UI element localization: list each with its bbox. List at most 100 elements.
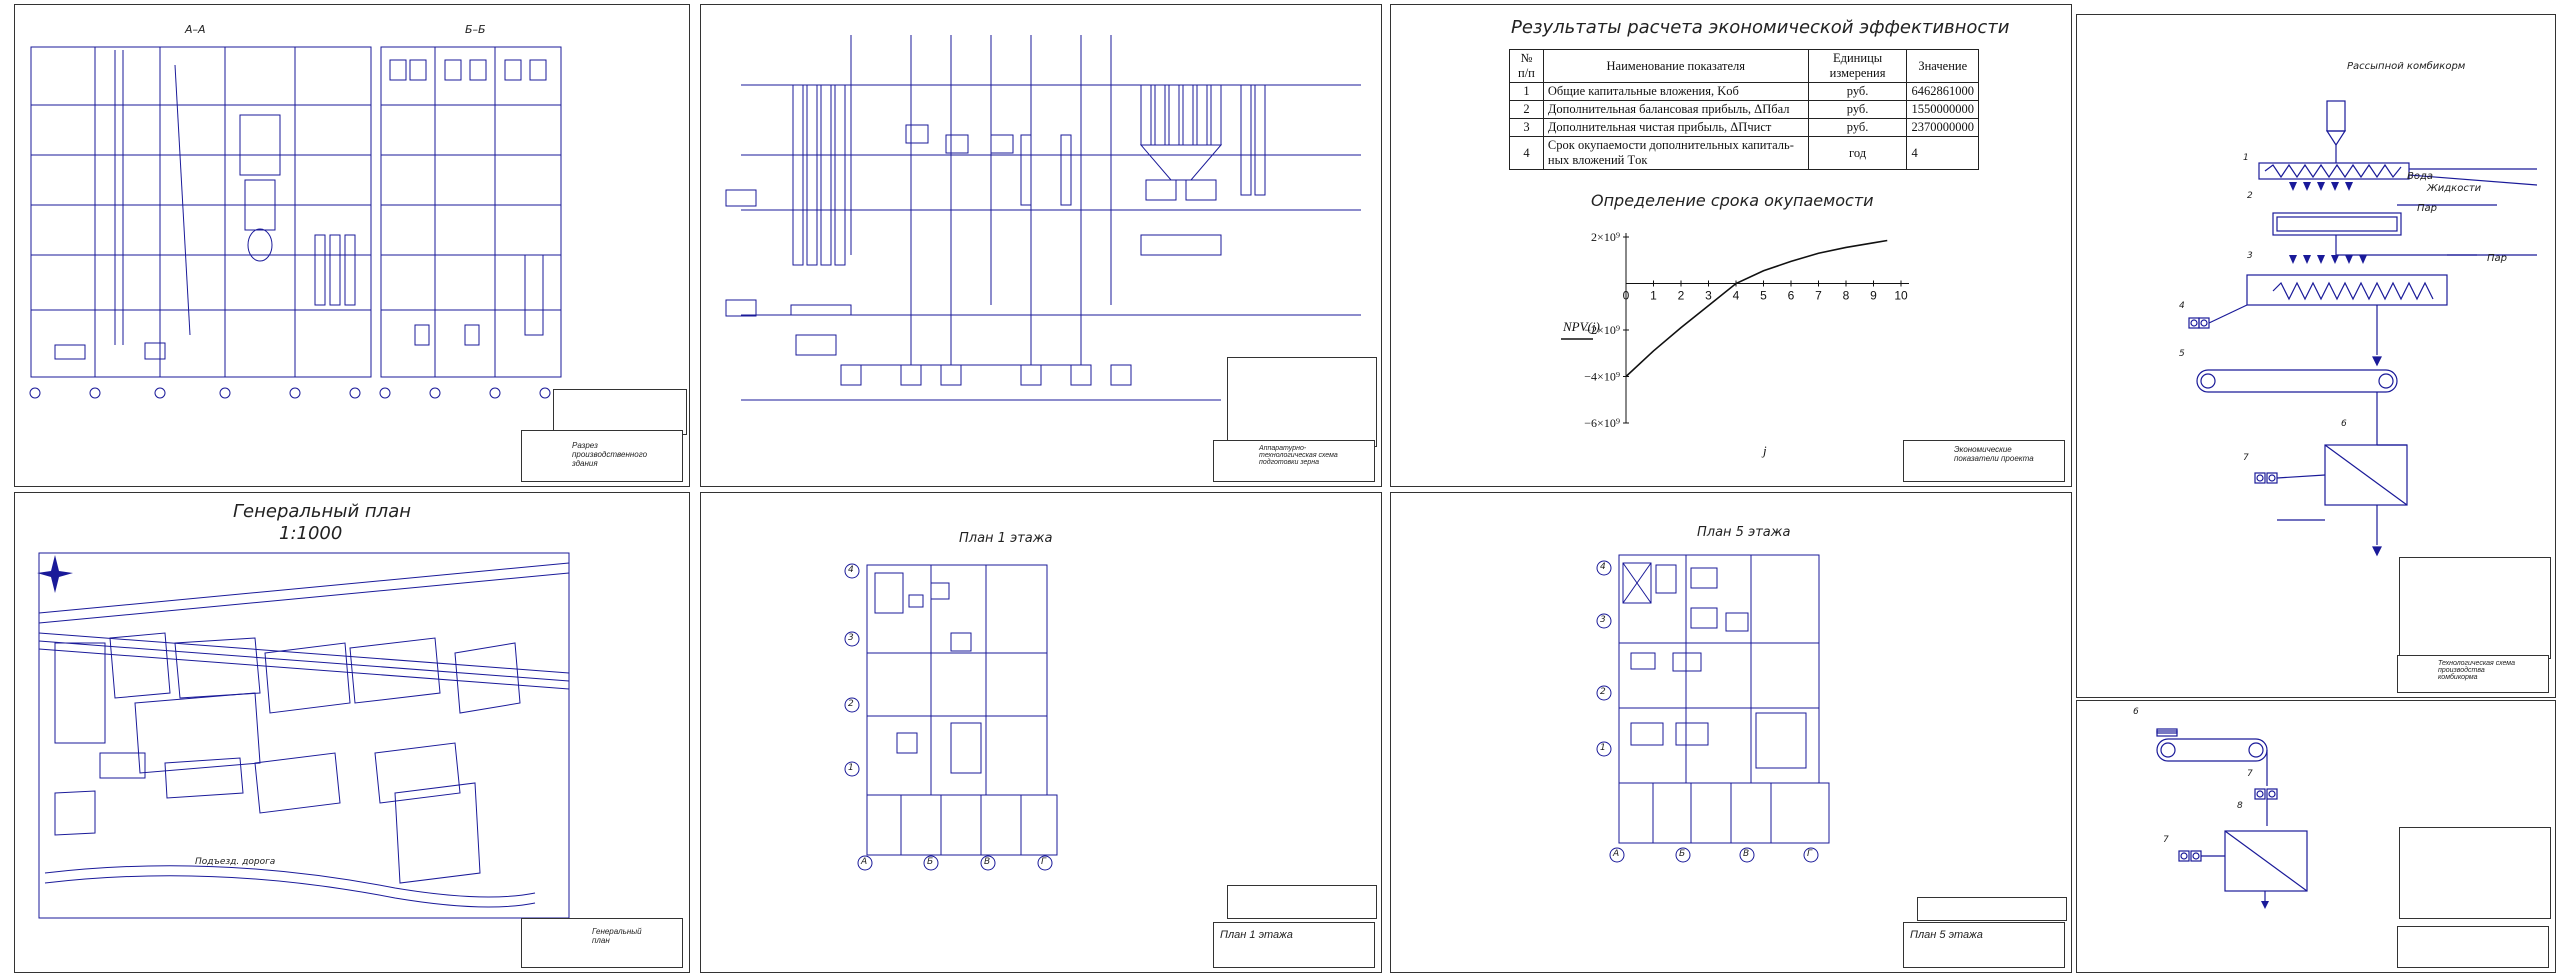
x-axis-label: j [1761, 443, 1767, 458]
title-block-text: Технологическая схема производства комби… [2438, 660, 2515, 681]
spec-table [553, 389, 687, 435]
item-number: 8 [2237, 801, 2243, 811]
building-sections-drawing [29, 46, 562, 399]
row-label: 2 [848, 699, 854, 709]
axis-label: Г [1807, 849, 1813, 859]
table-header-row: № п/п Наименование показателя Единицы из… [1509, 49, 1979, 83]
axis-label: Б [1679, 849, 1686, 859]
spec-table [1227, 885, 1377, 919]
item-number: 7 [2243, 453, 2249, 463]
title-block: Генеральный план [521, 918, 683, 968]
title-block-text: Разрез производственного здания [572, 441, 648, 468]
y-tick-label: −6×10⁹ [1584, 416, 1620, 430]
steam-label-1: Пар [2417, 203, 2437, 214]
cell-name: Срок окупаемости дополнительных капиталь… [1542, 136, 1809, 170]
title-block: Технологическая схема производства комби… [2397, 655, 2549, 693]
col-header-number: № п/п [1509, 49, 1544, 83]
item-number: 4 [2179, 301, 2185, 311]
feed-scheme-cont-drawing [2156, 728, 2308, 909]
title-block-text: Экономические показатели проекта [1954, 445, 2034, 463]
x-tick-label: 8 [1843, 289, 1850, 303]
water-label: Вода [2407, 171, 2434, 182]
title-block-text: План 5 этажа [1910, 929, 1983, 941]
row-label: 1 [1600, 743, 1606, 753]
title-block-text: Аппаратурно-технологическая схема подгот… [1259, 445, 1338, 466]
spec-table [1917, 897, 2067, 921]
title-block: Экономические показатели проекта [1903, 440, 2065, 482]
sheet-floor-plan-1: План 1 этажа А Б В [700, 492, 1382, 973]
top-unit-label: Рассыпной комбикорм [2347, 61, 2466, 72]
title-block-text: Генеральный план [592, 927, 642, 945]
title-block: План 5 этажа [1903, 922, 2065, 968]
axis-label: А [1613, 849, 1620, 859]
row-label: 4 [848, 565, 854, 575]
table-row: 4 Срок окупаемости дополнительных капита… [1509, 136, 1979, 170]
item-number: 7 [2163, 835, 2169, 845]
floor5-drawing [1596, 554, 1830, 863]
x-tick-label: 10 [1894, 289, 1908, 303]
row-label: 2 [1600, 687, 1606, 697]
spec-table [2399, 827, 2551, 919]
x-tick-label: 3 [1705, 289, 1712, 303]
section-bb-label: Б–Б [465, 23, 486, 36]
sheet-general-plan: Генеральный план 1:1000 [14, 492, 690, 973]
title-block: План 1 этажа [1213, 922, 1375, 968]
x-tick-label: 7 [1815, 289, 1822, 303]
sheet-process-scheme: Аппаратурно-технологическая схема подгот… [700, 4, 1382, 487]
y-tick-label: −2×10⁹ [1584, 323, 1620, 337]
sheet-economics: Результаты расчета экономической эффекти… [1390, 4, 2072, 487]
process-scheme-drawing [725, 35, 1361, 401]
title-block [2397, 926, 2549, 968]
item-number: 7 [2247, 769, 2253, 779]
title-block: Аппаратурно-технологическая схема подгот… [1213, 440, 1375, 482]
axis-label: А [861, 857, 868, 867]
x-tick-label: 1 [1650, 289, 1657, 303]
cell-unit: руб. [1807, 82, 1908, 101]
axis-label: Г [1041, 857, 1047, 867]
col-header-unit: Единицы измерения [1807, 49, 1908, 83]
y-tick-label: −4×10⁹ [1584, 370, 1620, 384]
x-tick-label: 5 [1760, 289, 1767, 303]
row-label: 1 [848, 763, 854, 773]
x-tick-label: 6 [1788, 289, 1795, 303]
row-label: 4 [1600, 562, 1606, 572]
row-label: 3 [848, 633, 854, 643]
section-aa-label: А–А [185, 23, 206, 36]
economics-title: Результаты расчета экономической эффекти… [1511, 17, 2010, 38]
cell-number: 4 [1509, 136, 1544, 170]
item-number: 6 [2341, 419, 2347, 429]
sheet-feed-scheme: Рассыпной комбикорм Вода Жидкости Пар Па… [2076, 14, 2556, 698]
economics-table: № п/п Наименование показателя Единицы из… [1509, 49, 1979, 170]
sheet-feed-scheme-cont: 6 7 8 7 [2076, 700, 2556, 973]
liquids-label: Жидкости [2427, 183, 2482, 194]
road-label: Подъезд. дорога [195, 857, 276, 867]
general-plan-title: Генеральный план [233, 501, 411, 522]
chart-title: Определение срока окупаемости [1591, 191, 1874, 210]
item-number: 1 [2243, 153, 2249, 163]
sheet-floor-plan-5: План 5 этажа [1390, 492, 2072, 973]
spec-table [2399, 557, 2551, 659]
axis-label: В [984, 857, 991, 867]
axis-label: Б [927, 857, 934, 867]
cell-unit: год [1807, 136, 1908, 170]
item-number: 3 [2247, 251, 2253, 261]
sheet-building-sections: А–А Б–Б Разрез производственного здания [14, 4, 690, 487]
feed-scheme-drawing [2188, 100, 2538, 557]
axis-label: В [1743, 849, 1750, 859]
x-tick-label: 0 [1623, 289, 1630, 303]
general-plan-scale: 1:1000 [279, 523, 343, 544]
title-block-text: План 1 этажа [1220, 929, 1293, 941]
x-tick-label: 9 [1870, 289, 1877, 303]
spec-table [1227, 357, 1377, 447]
cell-name: Дополнительная чистая прибыль, ΔПчист [1542, 118, 1809, 137]
y-axis-label: NPV(j) [1562, 319, 1600, 334]
y-tick-label: 2×10⁹ [1591, 230, 1620, 244]
item-number: 6 [2133, 707, 2139, 717]
cell-unit: руб. [1807, 118, 1908, 137]
general-plan-drawing [37, 552, 570, 919]
x-tick-label: 2 [1678, 289, 1685, 303]
floor5-title: План 5 этажа [1697, 525, 1791, 540]
item-number: 5 [2179, 349, 2185, 359]
item-number: 2 [2247, 191, 2253, 201]
